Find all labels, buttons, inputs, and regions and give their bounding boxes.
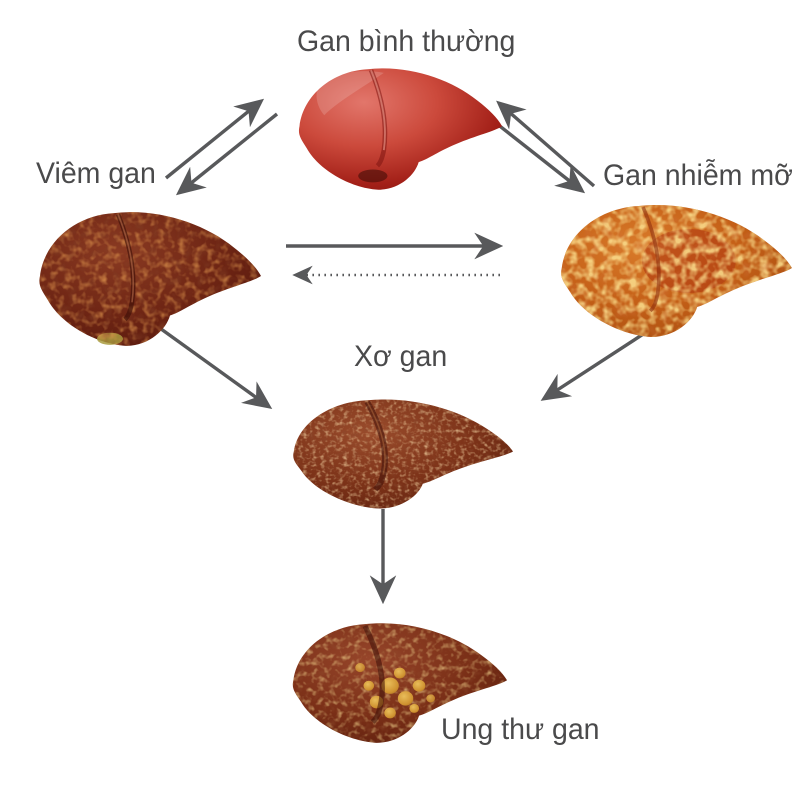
edge-normal-to-hepatitis <box>175 112 279 196</box>
cancer-liver-image <box>276 615 508 751</box>
label-cirrhosis: Xơ gan <box>354 340 448 373</box>
cirrhosis-liver-image <box>276 392 514 516</box>
edge-fatty-to-cirrhosis <box>540 329 649 401</box>
label-normal-liver: Gan bình thường <box>297 25 516 58</box>
label-liver-cancer: Ung thư gan <box>441 713 600 746</box>
label-hepatitis: Viêm gan <box>36 157 156 190</box>
edge-hepatitis-to-normal <box>164 98 265 180</box>
normal-liver-image <box>283 60 503 198</box>
edge-normal-to-fatty <box>485 114 586 194</box>
hepatitis-liver-image <box>22 203 262 355</box>
label-fatty-liver: Gan nhiễm mỡ <box>603 159 793 192</box>
edge-fatty-to-normal <box>496 100 596 188</box>
fatty-liver-image <box>543 196 793 346</box>
edge-hepatitis-to-cirrhosis <box>149 319 273 410</box>
